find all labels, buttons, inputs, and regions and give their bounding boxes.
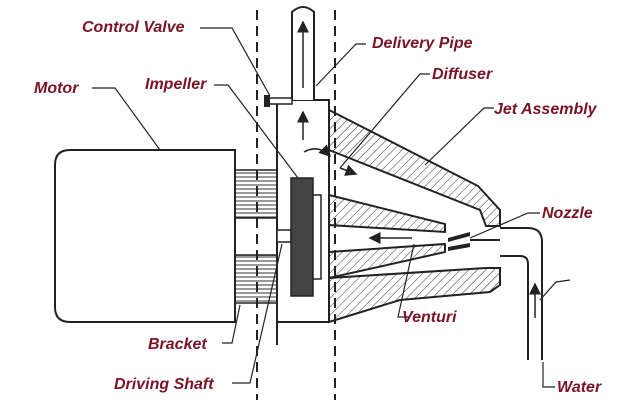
label-motor: Motor: [34, 80, 79, 97]
jet-assembly: [328, 108, 501, 324]
label-jet-assembly: Jet Assembly: [494, 101, 598, 118]
nozzle: [448, 232, 500, 251]
label-delivery-pipe: Delivery Pipe: [372, 35, 473, 52]
label-control-valve: Control Valve: [82, 19, 185, 36]
diffuser-venturi: [328, 193, 446, 280]
control-valve: [264, 95, 293, 107]
label-water: Water: [557, 379, 602, 396]
label-impeller: Impeller: [145, 76, 207, 93]
impeller-hub: [312, 194, 322, 280]
label-diffuser: Diffuser: [432, 66, 493, 83]
flow-arrows: [297, 110, 412, 244]
label-venturi: Venturi: [402, 309, 457, 326]
motor-body: [54, 149, 278, 323]
driving-shaft: [276, 229, 292, 243]
leader-lines: [92, 27, 571, 388]
delivery-pipe: [291, 6, 315, 100]
label-bracket: Bracket: [148, 336, 207, 353]
label-nozzle: Nozzle: [542, 205, 593, 222]
water-inlet-pipe: [500, 227, 543, 360]
label-driving-shaft: Driving Shaft: [114, 376, 214, 393]
impeller: [290, 177, 314, 297]
